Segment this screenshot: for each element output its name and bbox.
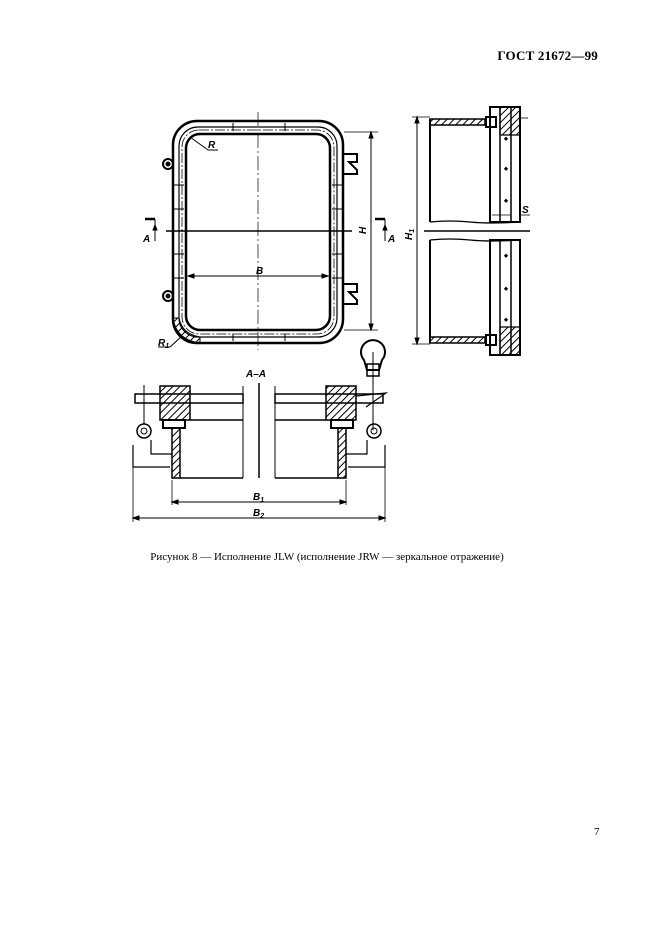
figure-caption: Рисунок 8 — Исполнение JLW (исполнение J… [0, 551, 661, 563]
label-width-1: B1 [253, 492, 264, 504]
label-section-left: A [142, 234, 150, 245]
label-height: H [358, 226, 369, 234]
label-width: B [256, 266, 263, 277]
front-view [145, 112, 388, 350]
label-radius: R [208, 140, 216, 151]
label-height-1: H1 [404, 229, 416, 240]
side-view [412, 106, 530, 356]
label-radius-1: R1 [158, 338, 169, 350]
document-header-standard: ГОСТ 21672—99 [497, 48, 598, 63]
figure-caption-text: Рисунок 8 — Исполнение JLW (исполнение J… [150, 551, 504, 563]
label-thickness: S [522, 205, 529, 216]
label-section-right: A [387, 234, 395, 245]
section-label: А–А [245, 369, 266, 380]
section-view [131, 339, 389, 522]
label-width-2: B2 [253, 508, 264, 520]
page-number: 7 [594, 826, 600, 838]
